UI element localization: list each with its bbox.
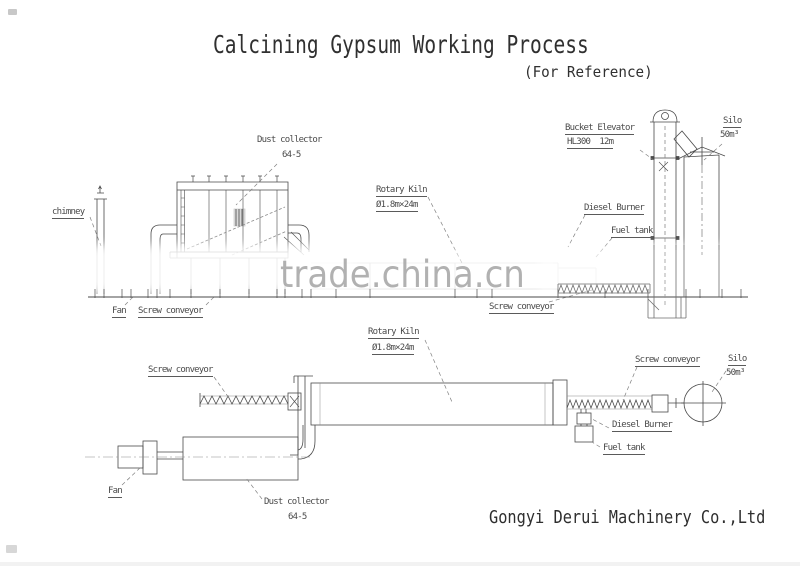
label-rotary-kiln-top-size: Ø1.8m×24m [376, 200, 418, 212]
label-diesel-burner-side: Diesel Burner [612, 420, 673, 432]
bucket-elevator-drawing [650, 109, 698, 250]
rotary-kiln-side-drawing [310, 379, 568, 426]
label-bucket-elevator-spec: HL300 12m [567, 137, 614, 149]
watermark-text: trade.china.cn [280, 253, 525, 296]
label-silo-side: Silo [728, 354, 747, 366]
screw-conveyor-side-left-drawing [199, 392, 302, 411]
watermark-smudge [85, 245, 355, 293]
label-screw-conveyor-side-left: Screw conveyor [148, 365, 213, 377]
dust-collector-side-drawing [85, 436, 310, 481]
label-screw-conveyor-top-left: Screw conveyor [138, 306, 203, 318]
label-silo-top: Silo [723, 116, 742, 128]
label-fan-side: Fan [108, 486, 123, 498]
label-chimney: chimney [52, 207, 85, 219]
label-dust-collector-top: Dust collector [257, 135, 322, 145]
label-bucket-elevator: Bucket Elevator [565, 123, 635, 135]
label-rotary-kiln-side-size: Ø1.8m×24m [372, 343, 414, 355]
screw-conveyor-top-right-drawing [557, 283, 651, 297]
screw-conveyor-side-right-drawing [566, 394, 684, 413]
silo-side-drawing [681, 381, 726, 426]
kiln-feed-housing-drawing [290, 375, 316, 460]
company-name: Gongyi Derui Machinery Co.,Ltd [489, 507, 766, 528]
scan-artifact-bottom-left [6, 545, 17, 553]
page-subtitle: (For Reference) [524, 63, 653, 81]
fuel-tank-side-drawing [574, 424, 594, 443]
label-screw-conveyor-side-right: Screw conveyor [635, 355, 700, 367]
label-fuel-tank-side: Fuel tank [603, 443, 645, 455]
label-screw-conveyor-top-right: Screw conveyor [489, 302, 554, 314]
label-fan-top: Fan [112, 306, 127, 318]
label-silo-top-capacity: 50m³ [720, 130, 739, 140]
label-dust-collector-side-model: 64-5 [288, 512, 307, 522]
scan-artifact-top-left [8, 9, 17, 15]
fan-duct-drawing [150, 224, 177, 294]
label-dust-collector-side: Dust collector [264, 497, 329, 507]
diesel-burner-side-drawing [576, 409, 592, 425]
label-rotary-kiln-side: Rotary Kiln [368, 327, 420, 339]
page-title: Calcining Gypsum Working Process [213, 30, 589, 59]
watermark-smudge [640, 245, 760, 293]
ground-line-top-view [88, 289, 748, 298]
watermark-smudge [350, 250, 550, 290]
leader-lines [89, 143, 727, 500]
page-bottom-strip [0, 562, 800, 566]
label-fuel-tank-top: Fuel tank [611, 226, 653, 238]
silo-top-drawing [677, 137, 726, 250]
label-diesel-burner-top: Diesel Burner [584, 203, 645, 215]
label-dust-collector-top-model: 64-5 [282, 150, 301, 160]
label-rotary-kiln-top: Rotary Kiln [376, 185, 428, 197]
label-silo-side-capacity: 50m³ [726, 368, 745, 378]
elevator-pit-drawing [647, 245, 720, 319]
